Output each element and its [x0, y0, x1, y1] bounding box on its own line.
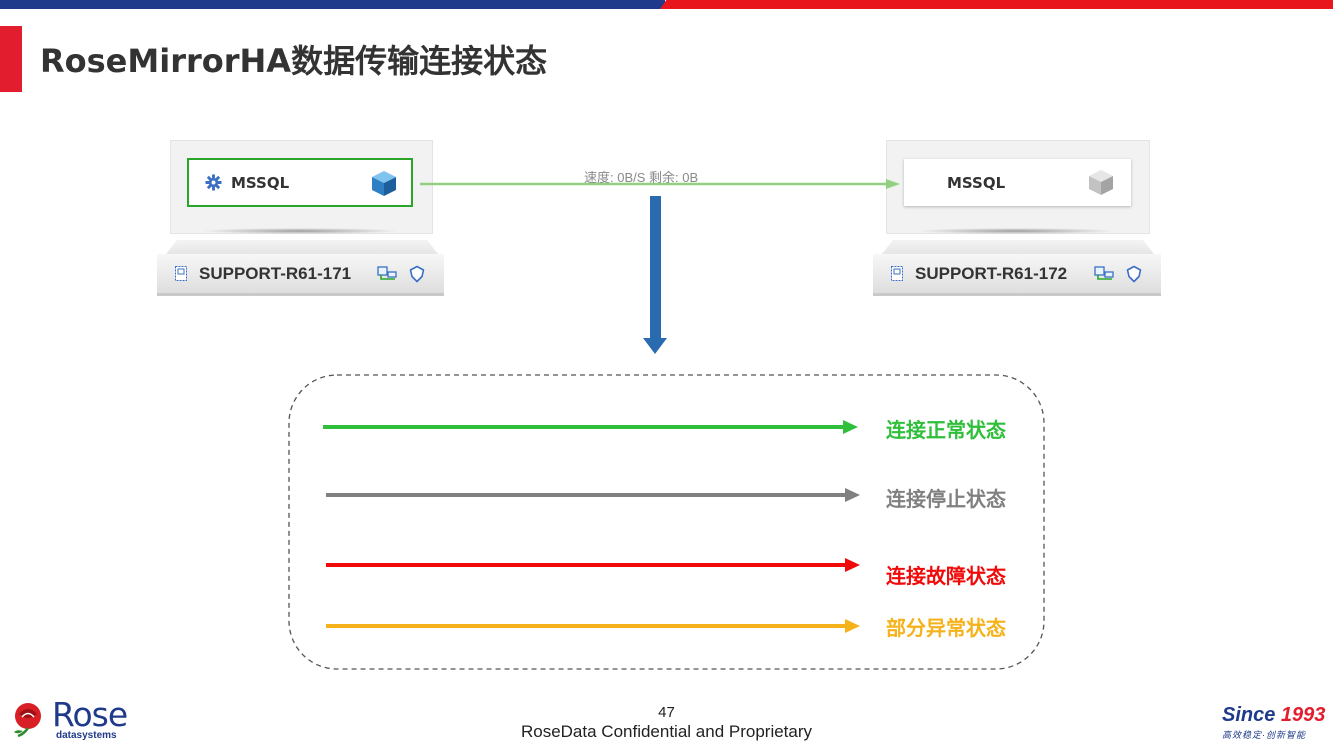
right-server-top	[882, 240, 1154, 254]
legend-arrows	[323, 420, 860, 633]
title-accent-block	[0, 26, 22, 92]
left-app-box[interactable]: MSSQL	[187, 158, 413, 207]
company-logo-text: Rose	[52, 695, 128, 734]
since-year: 1993	[1280, 704, 1326, 726]
left-hostname: SUPPORT-R61-171	[199, 263, 352, 283]
down-arrow-head	[643, 338, 667, 354]
left-app-label: MSSQL	[231, 173, 290, 192]
legend-label-stopped: 连接停止状态	[886, 487, 1006, 511]
top-accent-bar	[0, 0, 1333, 9]
right-app-box[interactable]: MSSQL	[904, 159, 1131, 206]
right-app-label: MSSQL	[947, 173, 1006, 192]
legend-label-normal: 连接正常状态	[886, 418, 1006, 442]
shield-icon	[409, 265, 425, 283]
network-icon	[377, 266, 397, 280]
shield-icon	[1126, 265, 1142, 283]
network-icon	[1094, 266, 1114, 280]
legend-arrowhead-fault	[845, 558, 860, 572]
confidential-notice: RoseData Confidential and Proprietary	[520, 722, 813, 741]
top-bar-red	[660, 0, 1333, 9]
legend-arrowhead-stopped	[845, 488, 860, 502]
server-icon	[891, 266, 903, 281]
top-bar-blue	[0, 0, 665, 9]
down-arrow-shaft	[650, 196, 661, 338]
server-icon	[175, 266, 187, 281]
since-badge: Since 1993	[1222, 704, 1325, 727]
company-slogan: 高效稳定·创新智能	[1222, 730, 1306, 740]
left-server-bar[interactable]: SUPPORT-R61-171	[157, 254, 444, 296]
right-hostname: SUPPORT-R61-172	[915, 263, 1068, 283]
cube-icon	[372, 171, 396, 196]
left-server-top	[166, 240, 438, 254]
page-title: RoseMirrorHA数据传输连接状态	[40, 42, 548, 80]
right-shadow	[916, 228, 1116, 234]
transfer-status: 速度: 0B/S 剩余: 0B	[584, 170, 699, 185]
cube-icon	[1089, 170, 1113, 195]
rose-logo-icon	[14, 703, 41, 738]
legend-label-partial: 部分异常状态	[886, 616, 1006, 640]
company-logo-sub: datasystems	[56, 730, 117, 741]
legend-label-fault: 连接故障状态	[886, 564, 1006, 588]
legend-arrowhead-normal	[843, 420, 858, 434]
since-word: Since	[1222, 704, 1276, 726]
legend-arrowhead-partial	[845, 619, 860, 633]
page-number: 47	[658, 704, 675, 721]
left-shadow	[200, 228, 400, 234]
gear-icon	[205, 174, 222, 191]
right-server-bar[interactable]: SUPPORT-R61-172	[873, 254, 1161, 296]
